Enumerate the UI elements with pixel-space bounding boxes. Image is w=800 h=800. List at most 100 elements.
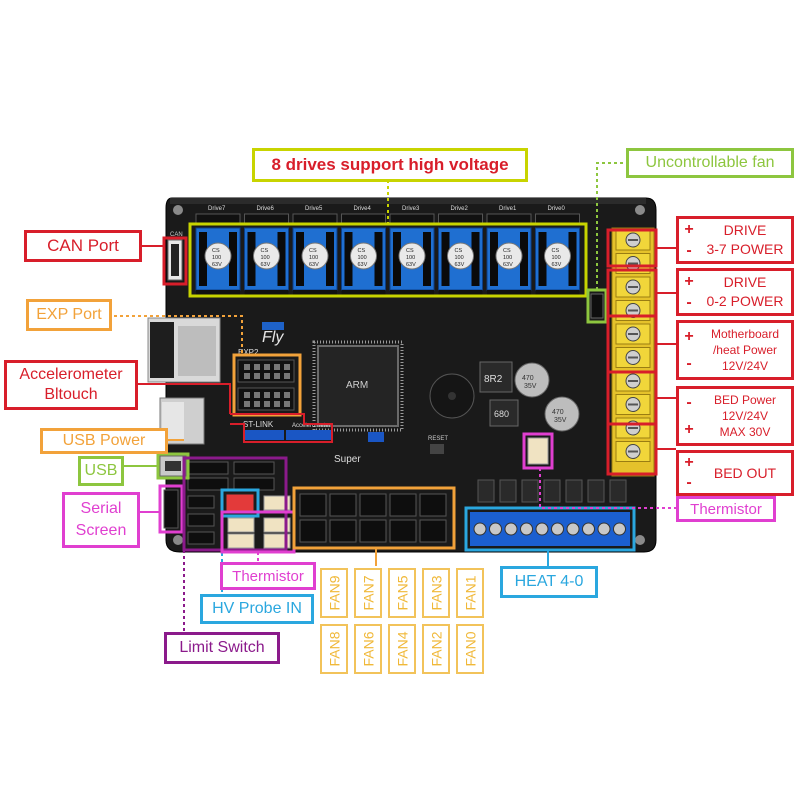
power-label-line: 3-7 POWER: [706, 241, 784, 257]
serial-screen-connector: [163, 489, 179, 529]
drive-silk-label: Drive7: [208, 206, 226, 212]
limit-switch-header: [233, 477, 275, 491]
drives-label: 8 drives support high voltage: [252, 148, 528, 182]
exp-pin: [264, 392, 270, 398]
power-label-line: DRIVE: [723, 274, 767, 290]
fan-connectors: [299, 493, 447, 543]
plus-sign: +: [684, 420, 694, 438]
drive-silk-label: Drive6: [257, 206, 275, 212]
capacitor-text: 100: [358, 255, 367, 261]
fan-connector: [299, 519, 327, 543]
heat-screw: [582, 522, 595, 536]
inductor-8r2: [479, 361, 513, 393]
thermistor-right-highlight-box: [522, 432, 554, 470]
heat-screw: [535, 522, 549, 536]
power-label-line: 0-2 POWER: [706, 293, 784, 309]
stepper-drivers: Drive7CS10063VDrive6CS10063VDrive5CS1006…: [195, 206, 580, 296]
power-label-signs: -+: [679, 389, 699, 443]
driver-pin-row: [326, 232, 334, 286]
driver-pin-row: [568, 232, 577, 286]
exp-pin: [274, 364, 280, 370]
capacitor-text: CS: [261, 248, 269, 254]
capacitor-text: 63V: [503, 262, 513, 268]
driver-header-bottom: [390, 290, 434, 296]
power-label-signs: +-: [679, 219, 699, 261]
exp-pin: [254, 364, 260, 370]
blue-jumper: [262, 322, 284, 330]
capacitor-text: 63V: [212, 262, 222, 268]
exp-pin: [284, 401, 290, 407]
minus-sign: -: [686, 393, 692, 411]
fly-logo: Fly: [262, 329, 284, 346]
driver-pin-row: [423, 232, 431, 286]
power-label-line: 12V/24V: [721, 409, 769, 423]
driver-capacitor: [544, 242, 571, 270]
heat-terminal-screws: [473, 522, 626, 536]
mosfets: [477, 479, 627, 503]
drive-silk-label: Drive0: [548, 206, 566, 212]
exp-pin: [264, 364, 270, 370]
accelerometer-silk: Accelerometer: [292, 423, 331, 429]
driver-capacitor: [350, 242, 377, 270]
heat-screw: [551, 522, 564, 536]
driver-pin-row: [277, 232, 286, 286]
capacitor-470-a-text1: 470: [522, 375, 534, 382]
power-label-text: DRIVE 0-2 POWER: [699, 271, 791, 313]
capacitor-text: CS: [455, 248, 463, 254]
can-port-socket: [171, 244, 179, 276]
exp-pin: [254, 373, 260, 379]
accelerometer-label-line2: Bltouch: [44, 386, 98, 403]
capacitor-470-a-text2: 35V: [524, 383, 537, 390]
exp-pin: [284, 373, 290, 379]
fan-connector: [299, 493, 327, 517]
inductor-680: [489, 399, 519, 427]
thermistor-connector: [263, 533, 291, 549]
power-highlight-boxes: [606, 228, 676, 476]
fan-connector: [359, 519, 387, 543]
serial-screen-label: Serial Screen: [62, 492, 140, 548]
limit-switch-header: [187, 531, 215, 545]
power-terminal-screws: [615, 229, 651, 462]
fan-label-fan7: FAN7: [354, 568, 382, 618]
power-label-line: 12V/24V: [721, 359, 769, 373]
wifi-module-chip: [178, 326, 216, 376]
driver-capacitor: [398, 242, 426, 270]
fan-label-fan1: FAN1: [456, 568, 484, 618]
capacitor-470-b-text2: 35V: [554, 417, 567, 424]
capacitor-text: 63V: [309, 262, 319, 268]
driver-pin-row: [490, 232, 498, 286]
heat-screw: [520, 522, 533, 536]
thermistor-right-label: Thermistor: [676, 496, 776, 522]
exp-port-label: EXP Port: [26, 299, 112, 331]
mount-hole: [635, 205, 645, 215]
capacitor-text: 63V: [261, 262, 271, 268]
driver-pin-row: [374, 232, 383, 286]
mount-hole: [635, 535, 645, 545]
capacitor-470-a: [514, 362, 550, 398]
fan-connector: [419, 493, 447, 517]
driver-header-bottom: [293, 290, 337, 296]
heat-screw: [504, 522, 518, 536]
accelerometer-label: Accelerometer Bltouch: [4, 360, 138, 410]
mosfet: [499, 479, 517, 503]
driver-header-bottom: [196, 290, 240, 296]
fan-connector: [329, 493, 357, 517]
minus-sign: -: [686, 474, 692, 491]
stlink-silk: ST-LINK: [243, 420, 274, 429]
mosfet: [587, 479, 605, 503]
power-label-line: BED OUT: [713, 464, 777, 481]
can-silk: CAN: [170, 232, 183, 238]
uncontrollable-fan-connector: [590, 293, 604, 319]
hv-probe-connector: [225, 493, 255, 513]
exp-port-leader: [108, 315, 243, 355]
exp-pin: [244, 401, 250, 407]
fan-highlight-box: [292, 486, 456, 550]
buzzer-hole: [448, 392, 456, 400]
driver-pin-row: [471, 232, 480, 286]
mosfet: [477, 479, 495, 503]
capacitor-text: 100: [309, 255, 318, 261]
mosfet: [609, 479, 627, 503]
